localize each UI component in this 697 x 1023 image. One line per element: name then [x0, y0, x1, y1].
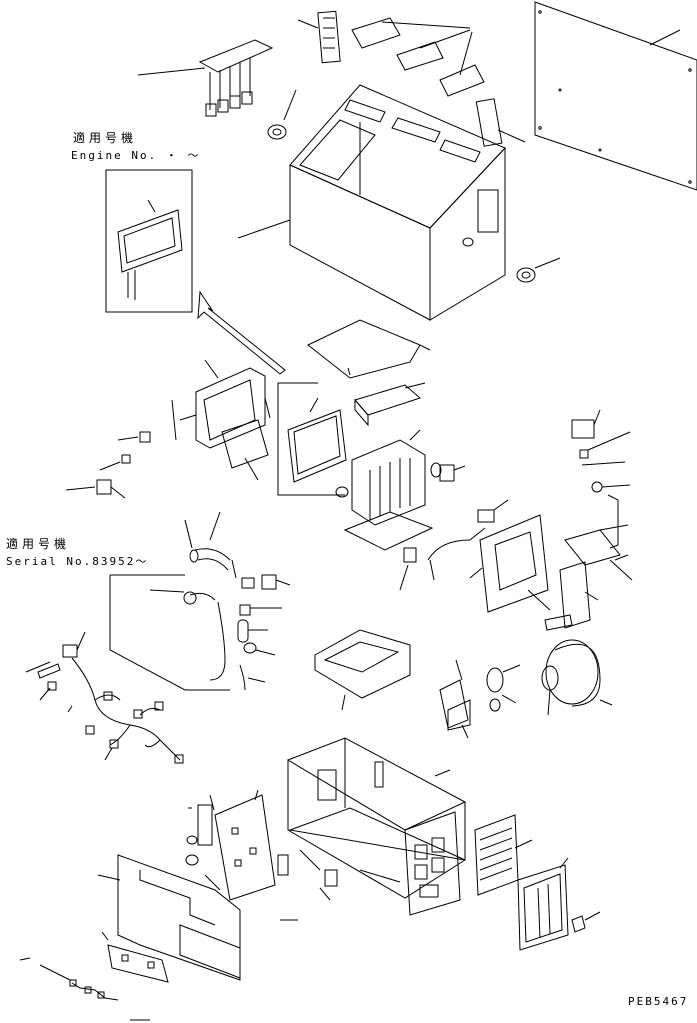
drain-hose-assembly [400, 500, 508, 590]
left-side-panels [186, 790, 337, 920]
main-housing [238, 85, 505, 320]
blower-fan [440, 640, 612, 738]
evaporator-middle-inset [278, 383, 348, 497]
engine-no-label-jp: 適用号機 [73, 131, 138, 145]
wiring-harness [26, 632, 183, 763]
floor-panel [308, 320, 430, 378]
evaporator-left [66, 360, 270, 498]
vent-louvers [298, 11, 525, 146]
drawing-code: PEB5467 [628, 995, 689, 1008]
engine-inset-box [106, 170, 192, 312]
cover-panel [535, 2, 697, 190]
serial-inset-box [110, 512, 290, 690]
serial-no-label-jp: 適用号機 [6, 537, 71, 551]
engine-no-label: Engine No. ・ ～ [71, 149, 201, 162]
filter-cover [355, 383, 425, 425]
drain-pan [315, 630, 410, 710]
filter-panels-right [475, 815, 600, 950]
right-small-parts [560, 410, 632, 628]
serial-no-label: Serial No.83952～ [6, 555, 149, 568]
grommet-top [268, 90, 296, 139]
blower-housing [345, 430, 465, 550]
direction-arrow [198, 292, 285, 374]
lower-cover-panel [20, 855, 240, 1020]
side-frame [470, 515, 572, 630]
base-frame [288, 738, 465, 915]
control-panel-assembly [138, 40, 272, 116]
grommet-right [517, 258, 560, 282]
